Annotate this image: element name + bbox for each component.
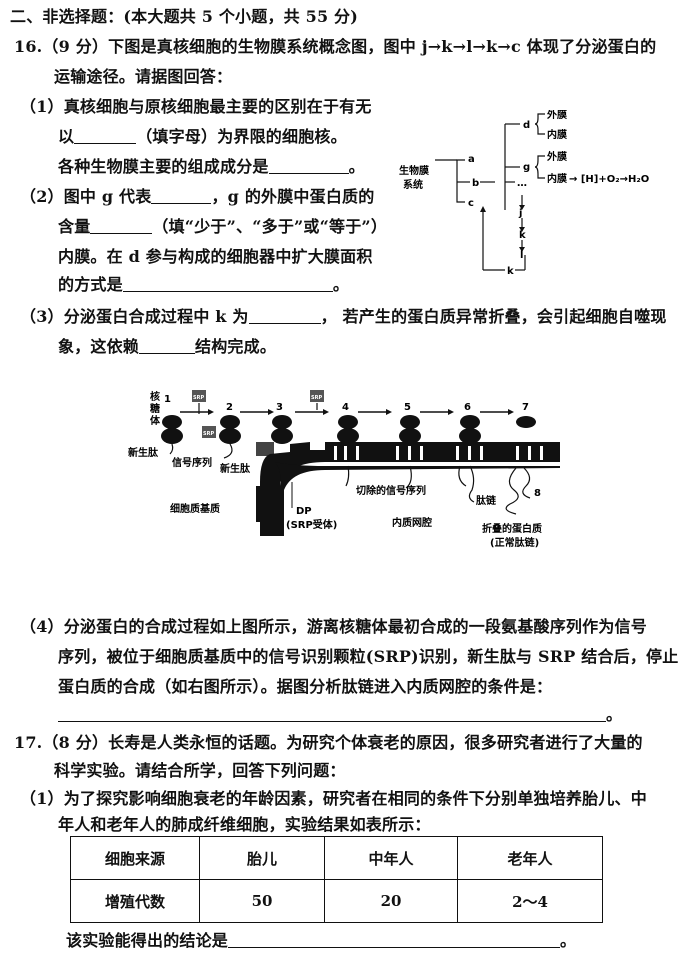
step-8: 8 (534, 488, 541, 499)
ribosome-label-2: 糖 (150, 402, 160, 415)
table-header-cell: 胎儿 (199, 836, 325, 880)
answer-blank[interactable] (268, 157, 349, 174)
step-2: 2 (226, 402, 233, 413)
concept-g-inner: 内膜 (547, 172, 567, 185)
step-7: 7 (522, 402, 529, 413)
q16-part1-line2: 以（填字母）为界限的细胞核。 (58, 127, 347, 146)
concept-root-label: 生物膜 (399, 164, 429, 177)
dp-label: DP (296, 506, 312, 517)
q16-part1-line1: （1）真核细胞与原核细胞最主要的区别在于有无 (20, 97, 372, 116)
answer-blank[interactable] (122, 275, 333, 292)
concept-node-g: g (523, 162, 530, 173)
q17-conclusion-line: 该实验能得出的结论是。 (66, 931, 577, 950)
signal-sequence-label: 信号序列 (172, 456, 212, 469)
srp-receptor-label: (SRP受体) (286, 518, 337, 531)
q16-part2-line3: 内膜。在 d 参与构成的细胞器中扩大膜面积 (58, 247, 373, 266)
nascent-peptide-label: 新生肽 (128, 446, 159, 459)
membrane-concept-diagram: 生物膜 系统 a b c d 外膜 内膜 g 外膜 内膜 → [H]+O₂→H₂… (399, 110, 649, 277)
q16-part1-line3: 各种生物膜主要的组成成分是。 (58, 157, 365, 176)
step-6: 6 (464, 402, 471, 413)
q16-part2-line2: 含量（填“少于”、“多于”或“等于”） (58, 217, 388, 236)
table-cell: 50 (199, 879, 325, 923)
q16-stem-line2: 运输途径。请据图回答： (54, 67, 233, 86)
answer-blank[interactable] (139, 337, 196, 354)
q16-part3-line1: （3）分泌蛋白合成过程中 k 为， 若产生的蛋白质异常折叠，会引起细胞自噬现 (20, 307, 667, 326)
concept-node-l: l (520, 250, 523, 261)
answer-blank[interactable] (151, 187, 212, 204)
srp-label-2: SRP (203, 431, 214, 437)
table-row: 增殖代数 50 20 2～4 (70, 879, 603, 923)
step-4: 4 (342, 402, 349, 413)
answer-blank[interactable] (248, 307, 321, 324)
ribosome-label-1: 核 (150, 390, 160, 403)
q17-stem-line2: 科学实验。请结合所学，回答下列问题： (54, 761, 346, 780)
table-cell: 20 (324, 879, 458, 923)
section-header: 二、非选择题：(本大题共 5 个小题，共 55 分) (10, 7, 359, 26)
cleaved-signal-label: 切除的信号序列 (356, 484, 426, 497)
q17-part1-line1: （1）为了探究影响细胞衰老的年龄因素，研究者在相同的条件下分别单独培养胎儿、中 (20, 789, 647, 808)
table-header-cell: 细胞来源 (70, 836, 200, 880)
table-header-row: 细胞来源 胎儿 中年人 老年人 (70, 836, 603, 880)
srp-label-3: SRP (311, 395, 322, 401)
q17-part1-line2: 年人和老年人的肺成纤维细胞，实验结果如表所示： (58, 815, 431, 834)
cell-proliferation-table: 细胞来源 胎儿 中年人 老年人 增殖代数 50 20 2～4 (70, 836, 603, 923)
concept-node-k: k (519, 230, 526, 241)
nascent-peptide-label-2: 新生肽 (220, 462, 251, 475)
q16-part2-line4: 的方式是。 (58, 275, 350, 294)
q16-part4-line4: 。 (58, 704, 622, 726)
peptide-chain-label: 肽链 (476, 494, 497, 507)
concept-ellipsis: … (517, 178, 527, 189)
concept-node-d: d (523, 120, 530, 131)
step-3: 3 (276, 402, 283, 413)
concept-root-label-2: 系统 (403, 178, 423, 191)
step-5: 5 (404, 402, 411, 413)
folded-protein-label: 折叠的蛋白质 (482, 522, 542, 535)
concept-node-k-bottom: k (507, 266, 514, 277)
answer-blank[interactable] (90, 217, 153, 234)
srp-label-1: SRP (193, 395, 204, 401)
q16-part4-line2: 序列，被位于细胞质基质中的信号识别颗粒(SRP)识别，新生肽与 SRP 结合后，… (58, 647, 679, 666)
q16-part3-line2: 象，这依赖结构完成。 (58, 337, 277, 356)
concept-node-c: c (468, 198, 474, 209)
concept-node-j: j (518, 208, 522, 219)
table-header-cell: 老年人 (457, 836, 603, 880)
ribosome-label-3: 体 (150, 414, 161, 427)
table-cell: 增殖代数 (70, 879, 200, 923)
answer-blank[interactable] (228, 931, 561, 948)
q16-part4-line1: （4）分泌蛋白的合成过程如上图所示，游离核糖体最初合成的一段氨基酸序列作为信号 (20, 617, 647, 636)
concept-node-b: b (472, 178, 479, 189)
q17-stem-line1: 17.（8 分）长寿是人类永恒的话题。为研究个体衰老的原因，很多研究者进行了大量… (14, 733, 643, 752)
answer-blank[interactable] (58, 705, 606, 722)
concept-g-outer: 外膜 (546, 150, 567, 163)
q16-part4-line3: 蛋白质的合成（如右图所示）。据图分析肽链进入内质网腔的条件是： (58, 677, 553, 696)
concept-d-outer: 外膜 (546, 110, 567, 121)
cytosol-label: 细胞质基质 (170, 502, 220, 515)
answer-blank[interactable] (74, 127, 137, 144)
table-cell: 2～4 (457, 879, 603, 923)
q16-stem-line1: 16.（9 分）下图是真核细胞的生物膜系统概念图，图中 j→k→l→k→c 体现… (14, 37, 657, 56)
step-1: 1 (164, 394, 171, 405)
normal-chain-label: (正常肽链) (490, 536, 539, 549)
er-lumen-label: 内质网腔 (392, 516, 432, 529)
concept-node-a: a (468, 154, 475, 165)
srp-synthesis-diagram: SRP SRP SRP 1 2 3 4 5 6 7 8 核 糖 体 新生肽 信号… (128, 390, 560, 549)
concept-reaction: → [H]+O₂→H₂O (569, 174, 649, 185)
table-header-cell: 中年人 (324, 836, 458, 880)
q16-part2-line1: （2）图中 g 代表，g 的外膜中蛋白质的 (20, 187, 375, 206)
concept-d-inner: 内膜 (547, 128, 567, 141)
